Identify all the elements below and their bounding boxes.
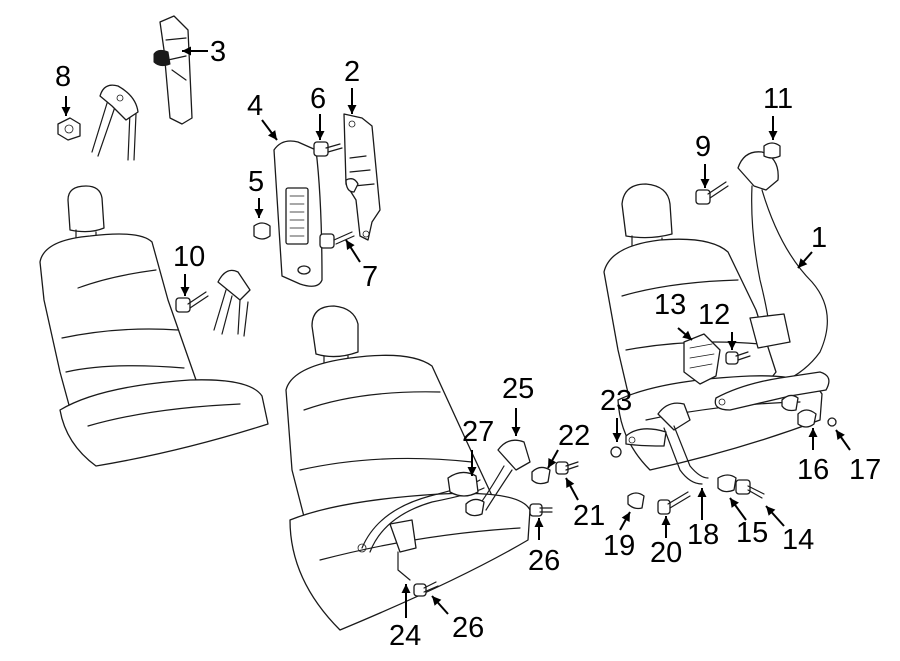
bolt-20-illustration: [657, 491, 691, 515]
cap-11-illustration: [763, 142, 781, 159]
callout-arrowhead-c11: [768, 131, 778, 140]
washer-23-illustration: [610, 446, 622, 458]
bolt-14-illustration: [735, 479, 765, 499]
callout-arrowhead-c21: [566, 478, 575, 489]
callout-arrowhead-c9: [700, 179, 710, 188]
callout-label-c27: 27: [462, 416, 494, 448]
callout-label-c1: 1: [811, 222, 827, 254]
callout-arrowhead-c8: [61, 107, 71, 116]
height-adjuster-illustration: [153, 15, 193, 125]
callout-label-c25: 25: [502, 373, 534, 405]
callout-arrowhead-c4: [268, 130, 277, 140]
callout-leaders: [61, 46, 851, 618]
bolt-6-illustration: [313, 141, 343, 157]
callout-arrowhead-c5: [254, 209, 264, 218]
cap-5-illustration: [253, 222, 271, 240]
cover-plate-13-illustration: [683, 333, 721, 385]
callout-arrowhead-c24: [401, 584, 411, 593]
callout-label-c21: 21: [573, 500, 605, 532]
callout-label-c26a: 26: [528, 545, 560, 577]
callout-label-c19: 19: [603, 530, 635, 562]
washer-16-illustration: [797, 409, 817, 428]
callout-arrowhead-c10: [180, 287, 190, 296]
callout-arrowhead-c6: [315, 131, 325, 140]
callout-label-c10: 10: [173, 241, 205, 273]
callout-arrowhead-c27: [467, 467, 477, 476]
callout-label-c14: 14: [782, 524, 814, 556]
buckle-stalk-18-illustration: [625, 402, 709, 485]
bolt-12-illustration: [725, 351, 751, 365]
trim-cover-illustration: [273, 140, 323, 287]
callout-arrowhead-c25: [511, 427, 521, 436]
nut-8-illustration: [57, 117, 81, 141]
callout-label-c8: 8: [55, 61, 71, 93]
lower-anchor-illustration: [213, 269, 251, 337]
callout-arrowhead-c2: [347, 105, 357, 114]
callout-label-c13: 13: [654, 289, 686, 321]
callout-arrowhead-c26a: [534, 518, 544, 527]
callout-arrowhead-c23: [612, 433, 622, 442]
callout-label-c26b: 26: [452, 612, 484, 644]
callout-arrowhead-c16: [808, 428, 818, 437]
adjuster-rail-illustration: [343, 113, 381, 241]
callout-label-c6: 6: [310, 83, 326, 115]
callout-arrowhead-c7: [346, 240, 355, 251]
callout-label-c7: 7: [362, 261, 378, 293]
bolt-26-illustration: [529, 503, 553, 517]
callout-label-c23: 23: [600, 385, 632, 417]
callout-arrowhead-c17: [836, 430, 845, 440]
callout-label-c3: 3: [210, 36, 226, 68]
callout-label-c18: 18: [687, 519, 719, 551]
retractor-belt-illustration: [714, 151, 830, 412]
bolt-7-illustration: [319, 231, 355, 249]
callout-arrowhead-c1: [798, 258, 808, 268]
callout-arrowhead-c18: [697, 488, 707, 497]
callout-label-c16: 16: [797, 454, 829, 486]
center-seat-illustration: [285, 305, 531, 631]
bolt-9-illustration: [695, 181, 729, 205]
callout-label-c15: 15: [736, 517, 768, 549]
bolt-26-lower-illustration: [413, 581, 439, 597]
callout-label-c2: 2: [344, 56, 360, 88]
callout-arrowhead-c22: [548, 457, 557, 468]
callout-label-c5: 5: [248, 166, 264, 198]
callout-arrowhead-c3: [182, 46, 191, 56]
spacer-15-illustration: [717, 474, 737, 493]
callout-arrowhead-c20: [661, 516, 671, 525]
callout-label-c17: 17: [849, 454, 881, 486]
bolt-10-illustration: [175, 291, 209, 313]
callout-label-c22: 22: [558, 420, 590, 452]
callout-label-c12: 12: [698, 299, 730, 331]
upper-belt-guide-illustration: [91, 84, 139, 161]
callout-label-c24: 24: [389, 620, 421, 652]
callout-label-c4: 4: [247, 90, 263, 122]
left-seat-illustration: [39, 185, 269, 467]
callout-arrowhead-c12: [727, 341, 737, 350]
center-belt-illustration: [357, 439, 531, 581]
callout-arrowhead-c14: [766, 506, 776, 516]
bolt-21-illustration: [555, 461, 579, 475]
callout-arrowhead-c15: [730, 498, 739, 508]
callout-label-c9: 9: [695, 131, 711, 163]
callout-arrowhead-c19: [621, 512, 630, 523]
callout-arrowhead-c13: [682, 330, 692, 340]
callout-label-c20: 20: [650, 537, 682, 569]
callout-label-c11: 11: [763, 83, 793, 115]
cap-19-illustration: [627, 492, 645, 510]
cap-22-illustration: [531, 466, 551, 485]
nut-17-illustration: [827, 417, 837, 427]
callout-arrowhead-c26b: [432, 596, 442, 606]
